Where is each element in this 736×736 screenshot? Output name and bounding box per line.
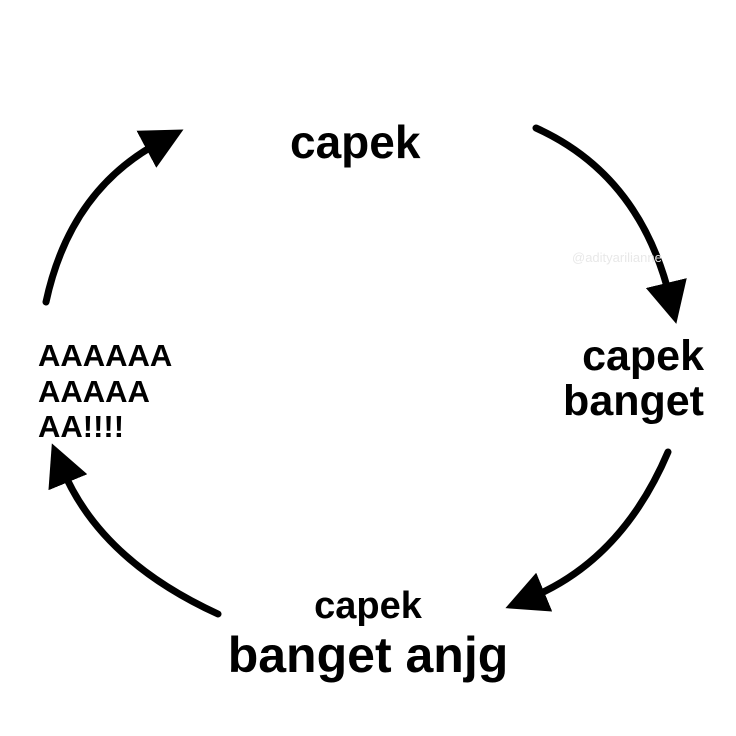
- arrow-right-to-bottom: [505, 448, 672, 612]
- node-left-line-3: AA!!!!: [38, 409, 125, 445]
- node-bottom-line-2: banget anjg: [227, 626, 509, 683]
- node-top-label: capek: [290, 116, 421, 168]
- node-right-line-2: banget: [563, 377, 704, 426]
- node-left-line-1: AAAAAA: [38, 338, 173, 373]
- cycle-node-left: AAAAAA AAAAA AA!!!!: [38, 338, 172, 445]
- cycle-node-top: capek: [290, 116, 421, 168]
- node-right-line-1: capek: [582, 332, 704, 380]
- arrow-bottom-to-left: [48, 443, 222, 618]
- node-bottom-line-1: capek: [314, 585, 422, 627]
- cycle-node-bottom: capek banget anjg: [0, 585, 736, 683]
- watermark-text: @adityarilianne: [572, 250, 662, 265]
- cycle-node-right: capek banget: [563, 332, 704, 426]
- arrow-left-to-top: [42, 129, 184, 306]
- node-left-line-2: AAAAA: [38, 373, 150, 409]
- arrow-top-to-right: [532, 124, 687, 324]
